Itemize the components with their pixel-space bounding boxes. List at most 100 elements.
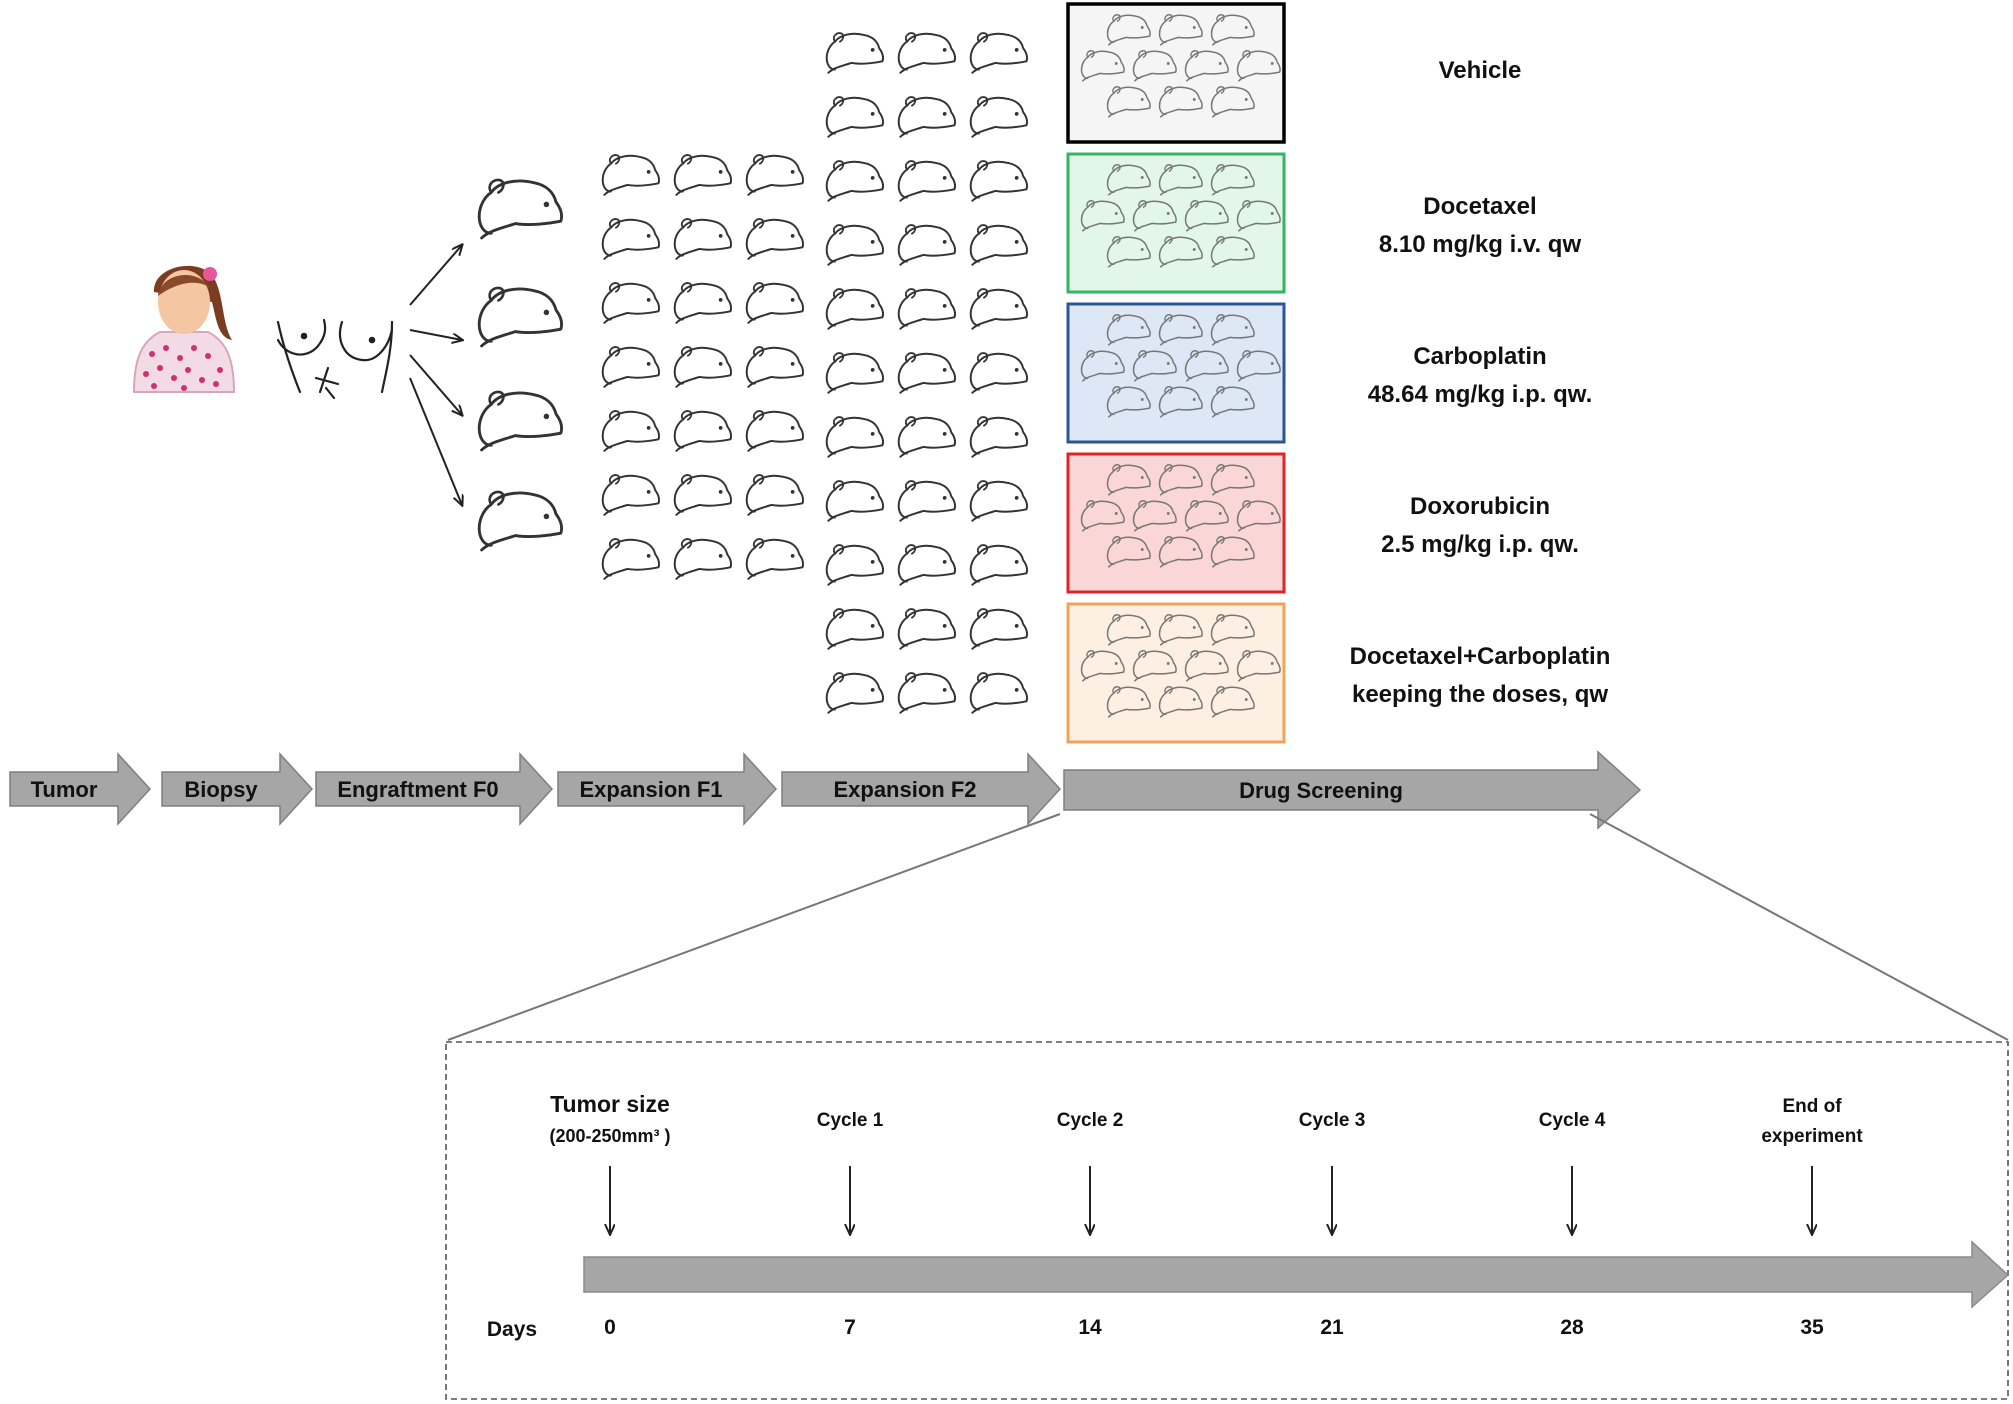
mouse-icon [673, 410, 732, 452]
stage-arrow [557, 752, 778, 826]
engraftment-arrows [409, 245, 462, 505]
stage-arrow [1063, 750, 1642, 830]
mouse-icon [969, 224, 1028, 266]
days-label: Days [487, 1318, 537, 1341]
mouse-icon [825, 160, 884, 202]
mouse-icon [825, 224, 884, 266]
mouse-icon [969, 352, 1028, 394]
mouse-icon [825, 288, 884, 330]
day-label: 14 [1078, 1316, 1102, 1339]
mouse-icon [673, 474, 732, 516]
stage-label: Drug Screening [1239, 778, 1403, 803]
mice-f2 [825, 32, 1028, 714]
group-box [1066, 2, 1286, 144]
mouse-icon [897, 608, 956, 650]
mice-f1 [601, 154, 804, 580]
mouse-icon [897, 416, 956, 458]
mouse-icon [825, 416, 884, 458]
mouse-icon [673, 282, 732, 324]
mouse-icon [897, 96, 956, 138]
stage-arrow [9, 752, 152, 826]
mouse-icon [673, 346, 732, 388]
mouse-icon [477, 490, 564, 552]
zoom-lines [447, 813, 2009, 1041]
group-box [1066, 152, 1286, 294]
mouse-icon [745, 346, 804, 388]
stage-label: Expansion F2 [833, 777, 976, 802]
group-box [1066, 602, 1286, 744]
timeline-panel [445, 1041, 2009, 1400]
mouse-icon [601, 474, 660, 516]
mouse-icon [745, 282, 804, 324]
mouse-icon [897, 352, 956, 394]
mouse-icon [601, 346, 660, 388]
mouse-icon [897, 32, 956, 74]
timeline-arrow [583, 1240, 2010, 1309]
mouse-icon [745, 410, 804, 452]
event-sublabel: experiment [1761, 1126, 1863, 1147]
stage-label: Expansion F1 [579, 777, 722, 802]
mouse-icon [969, 32, 1028, 74]
mouse-icon [969, 160, 1028, 202]
mouse-icon [601, 410, 660, 452]
mouse-icon [601, 538, 660, 580]
mouse-icon [897, 224, 956, 266]
patient-icon [132, 265, 236, 393]
breast-biopsy-icon [276, 318, 394, 400]
mouse-icon [601, 154, 660, 196]
event-label: Cycle 4 [1539, 1110, 1606, 1131]
mouse-icon [825, 352, 884, 394]
mouse-icon [825, 480, 884, 522]
stage-label: Tumor [31, 777, 98, 802]
mouse-icon [897, 480, 956, 522]
group-box [1066, 302, 1286, 444]
group-name: Carboplatin [1413, 343, 1546, 370]
event-sublabel: (200-250mm³ ) [549, 1126, 670, 1146]
mouse-icon [825, 32, 884, 74]
event-label: Cycle 2 [1057, 1110, 1124, 1131]
mouse-icon [477, 286, 564, 348]
group-name: Vehicle [1439, 57, 1522, 84]
mouse-icon [969, 416, 1028, 458]
mouse-icon [601, 218, 660, 260]
mouse-icon [745, 218, 804, 260]
mouse-icon [601, 282, 660, 324]
group-name: Docetaxel+Carboplatin [1350, 643, 1611, 670]
mouse-icon [969, 608, 1028, 650]
group-dose: 2.5 mg/kg i.p. qw. [1381, 531, 1579, 558]
mouse-icon [897, 160, 956, 202]
mouse-icon [745, 474, 804, 516]
mouse-icon [745, 538, 804, 580]
mouse-icon [969, 288, 1028, 330]
event-label: Tumor size [550, 1091, 670, 1117]
group-dose: 8.10 mg/kg i.v. qw [1379, 231, 1582, 258]
event-label: Cycle 1 [817, 1110, 884, 1131]
mouse-icon [969, 544, 1028, 586]
day-label: 21 [1320, 1316, 1344, 1339]
mouse-icon [825, 96, 884, 138]
mouse-icon [825, 544, 884, 586]
mouse-icon [477, 178, 564, 240]
group-box [1066, 452, 1286, 594]
mouse-icon [825, 608, 884, 650]
mouse-icon [969, 480, 1028, 522]
event-label: End of [1782, 1096, 1842, 1117]
mouse-icon [673, 218, 732, 260]
event-label: Cycle 3 [1299, 1110, 1366, 1131]
day-label: 0 [604, 1316, 616, 1339]
day-label: 28 [1560, 1316, 1584, 1339]
day-label: 35 [1800, 1316, 1824, 1339]
mouse-icon [673, 538, 732, 580]
mouse-icon [969, 96, 1028, 138]
mouse-icon [745, 154, 804, 196]
group-name: Doxorubicin [1410, 493, 1550, 520]
mouse-icon [673, 154, 732, 196]
stage-label: Engraftment F0 [337, 777, 498, 802]
mouse-icon [897, 672, 956, 714]
stage-arrow [161, 752, 314, 826]
mouse-icon [477, 390, 564, 452]
mouse-icon [969, 672, 1028, 714]
